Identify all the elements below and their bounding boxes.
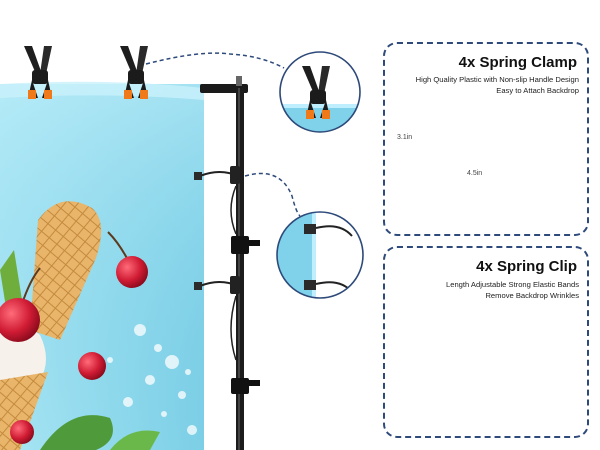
clamp-width-dimension: 4.5in	[467, 170, 483, 177]
spring-clamp-icon	[120, 46, 148, 99]
spring-clip-description-line2: Remove Backdrop Wrinkles	[485, 291, 579, 300]
spring-clamp-description-line2: Easy to Attach Backdrop	[496, 86, 579, 95]
spring-clamp-card: 4x Spring Clamp High Quality Plastic wit…	[383, 42, 589, 236]
clip-closeup	[276, 211, 364, 299]
backdrop-stand	[194, 76, 260, 450]
spring-clip-description: Length Adjustable Strong Elastic Bands R…	[446, 279, 579, 301]
spring-clip-card: 4x Spring Clip Length Adjustable Strong …	[383, 246, 589, 438]
spring-clamp-description: High Quality Plastic with Non-slip Handl…	[416, 74, 579, 96]
spring-clip-title: 4x Spring Clip	[476, 258, 577, 275]
clamp-height-dimension: 3.1in	[397, 134, 413, 141]
cherries-image	[0, 231, 148, 444]
spring-clamp-description-line1: High Quality Plastic with Non-slip Handl…	[415, 75, 579, 84]
backdrop	[0, 81, 204, 450]
clamp-closeup	[279, 51, 361, 133]
spring-clip-description-line1: Length Adjustable Strong Elastic Bands	[446, 280, 579, 289]
spring-clamp-title: 4x Spring Clamp	[458, 54, 577, 71]
spring-clamp-icon	[24, 46, 52, 99]
